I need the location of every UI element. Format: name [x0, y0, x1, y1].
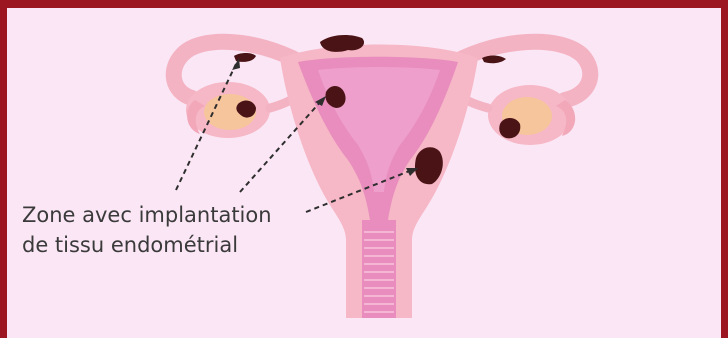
lesion-top	[320, 35, 364, 52]
caption-line-1: Zone avec implantation	[22, 200, 272, 230]
lesion-left-tube	[234, 53, 256, 62]
lesion-right-tube	[482, 55, 506, 63]
caption: Zone avec implantation de tissu endométr…	[22, 200, 272, 260]
caption-line-2: de tissu endométrial	[22, 230, 272, 260]
